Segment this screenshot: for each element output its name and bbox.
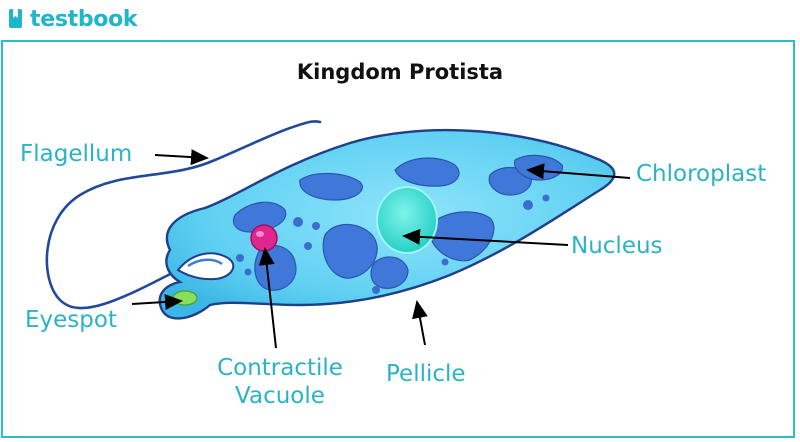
chloroplast-pointer [526,163,631,180]
label-contractile-line2: Vacuole [235,383,325,409]
diagram-title: Kingdom Protista [296,60,504,84]
pellicle-pointer [412,300,428,346]
label-pellicle: Pellicle [386,361,466,387]
label-eyespot: Eyespot [25,307,117,333]
flagellum-pointer [154,149,209,166]
label-nucleus: Nucleus [571,233,663,259]
eyespot-pointer [131,293,183,310]
label-contractile-vacuole: Contractile Vacuole [200,354,360,410]
label-flagellum: Flagellum [20,141,133,167]
contractile-vacuole [250,224,278,252]
eyespot [172,290,198,306]
label-contractile-line1: Contractile [217,355,343,381]
vesicles [236,194,550,294]
nucleus-pointer [402,228,569,246]
testbook-logo-icon [9,9,22,28]
contractile-vacuole-pointer [258,247,277,349]
reservoir [176,252,235,281]
flagellum [45,120,322,310]
brand[interactable]: testbook [6,4,138,34]
chloroplasts [232,154,564,291]
pointer-lines [131,149,631,349]
label-chloroplast: Chloroplast [636,161,767,187]
nucleus [376,186,438,254]
brand-name: testbook [30,6,138,32]
